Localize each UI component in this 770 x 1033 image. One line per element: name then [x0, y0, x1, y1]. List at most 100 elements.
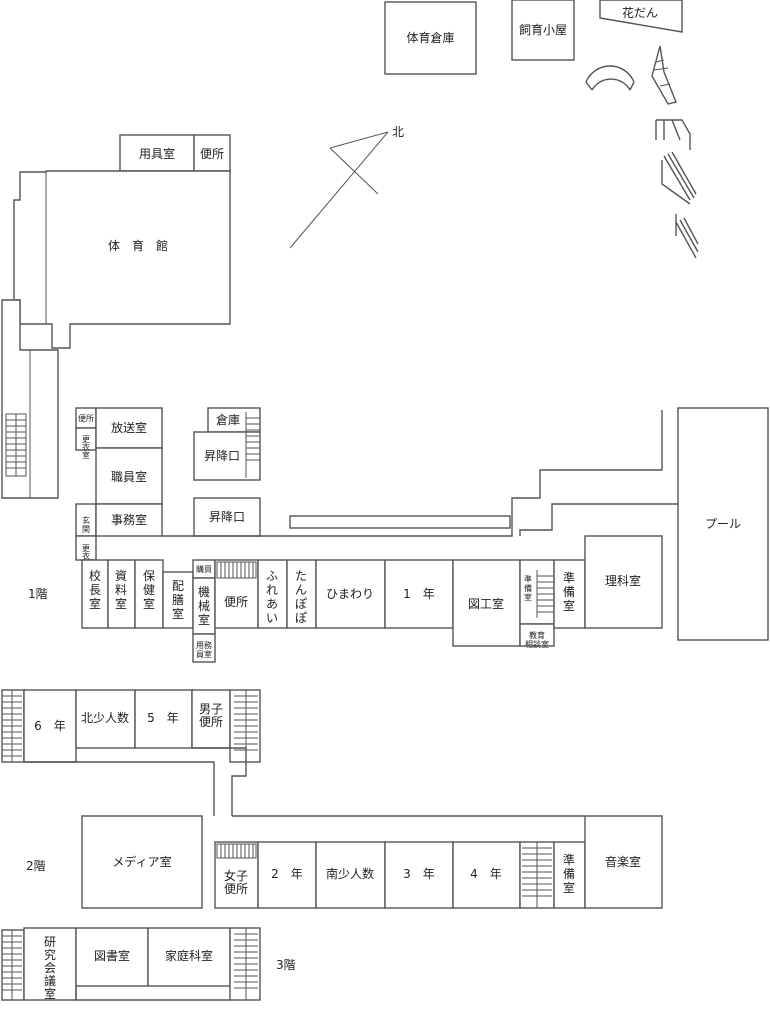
- sports-storage: [384, 1, 477, 75]
- home-ec-room-label: 家庭科室: [165, 948, 213, 963]
- media-room: [81, 815, 203, 909]
- entrance-upper-label: 昇降口: [204, 449, 240, 463]
- grade2-room: [257, 841, 317, 909]
- science-room: [584, 535, 663, 629]
- grade6-room-label: 6 年: [34, 719, 66, 733]
- grade4-room: [452, 841, 521, 909]
- corridor-outline: [162, 410, 663, 537]
- purchase-room-label: 購買: [196, 564, 212, 574]
- grade6-room: [23, 689, 77, 763]
- playground-equipment: [585, 45, 699, 259]
- gym-label: 体 育 館: [108, 238, 168, 253]
- outdoor-area: 体育倉庫 飼育小屋 花だん 北 用具室 便所: [1, 0, 699, 499]
- stairs-west: [5, 413, 27, 477]
- stairs-1f-a: [216, 561, 257, 579]
- fureai-room-label: ふれあい: [266, 569, 278, 625]
- entrance-lower-label: 昇降口: [209, 510, 245, 524]
- grade3-room-label: 3 年: [403, 867, 435, 881]
- floor-3: 研究会議室 図書室 家庭科室: [1, 927, 261, 1001]
- himawari-room: [315, 559, 386, 629]
- office: [95, 503, 163, 537]
- monkey-bars-icon: [655, 119, 691, 150]
- staff-room-label: 職員室: [111, 469, 147, 484]
- counseling-room: [519, 623, 555, 647]
- tanpopo-room-label: たんぽぽ: [295, 569, 307, 625]
- entrance-upper: [193, 431, 261, 481]
- archives-room-label: 資料室: [115, 569, 127, 611]
- grade5-room-label: 5 年: [147, 711, 179, 725]
- pool-label: プール: [705, 517, 741, 531]
- boys-toilet: [191, 689, 231, 749]
- gymnasium: 用具室 便所 体 育 館: [13, 134, 231, 349]
- ladder-icon: [661, 151, 697, 205]
- flower-bed-label: 花だん: [622, 5, 658, 20]
- grade2-room-label: 2 年: [271, 867, 303, 881]
- stairs-1f-b: [536, 570, 553, 618]
- floor-1-label: 1階: [28, 586, 48, 601]
- corridor-bench: [289, 515, 511, 529]
- principal-room: [81, 559, 109, 629]
- prep-room-label: 準備室: [563, 570, 575, 613]
- north-small-room: [75, 689, 136, 749]
- kitchen-room-label: 配膳室: [172, 579, 184, 621]
- slide-icon: [651, 45, 677, 105]
- animal-hut-label: 飼育小屋: [519, 22, 567, 37]
- pool: [677, 407, 769, 641]
- north-label: 北: [392, 125, 404, 139]
- grade3-room: [384, 841, 454, 909]
- broadcast-room: [95, 407, 163, 449]
- south-small-room: [315, 841, 386, 909]
- flower-bed: [599, 0, 683, 33]
- art-room: [452, 559, 521, 647]
- floor-2: 6 年 北少人数 5 年 男子便所 メディア室 女子便所 2 年 南少人数 3 …: [1, 689, 663, 909]
- floor-2-label: 2階: [26, 858, 46, 873]
- counseling-room-label: 教育相談室: [525, 630, 549, 649]
- prep-small-room-label: 準備室: [524, 574, 532, 602]
- nurse-room: [134, 559, 164, 629]
- study-room-label: 研究会議室: [44, 935, 56, 1001]
- small-toilet-label: 便所: [78, 413, 94, 423]
- principal-room-label: 校長室: [89, 568, 101, 611]
- grade4-room-label: 4 年: [470, 867, 502, 881]
- sports-storage-label: 体育倉庫: [406, 30, 454, 45]
- grade1-room: [384, 559, 454, 629]
- arch-climber-icon: [585, 65, 635, 83]
- equipment-room-label: 用具室: [139, 146, 175, 161]
- floor-1: 便所 更衣室 放送室 職員室 玄関 事務室 更衣室 倉庫 昇降口 昇降口 プール: [75, 407, 769, 663]
- staff-room: [95, 447, 163, 505]
- north-small-room-label: 北少人数: [81, 710, 129, 725]
- science-room-label: 理科室: [605, 573, 641, 588]
- storehouse-label: 倉庫: [216, 412, 240, 427]
- boys-toilet-label: 男子便所: [199, 702, 223, 729]
- grade1-room-label: 1 年: [403, 587, 435, 601]
- girls-toilet-label: 女子便所: [224, 868, 248, 896]
- music-room-label: 音楽室: [605, 854, 641, 869]
- floor-3-label: 3階: [276, 957, 296, 972]
- broadcast-room-label: 放送室: [111, 420, 147, 435]
- foyer-label: 玄関: [82, 515, 90, 534]
- nurse-room-label: 保健室: [143, 569, 155, 611]
- media-room-label: メディア室: [112, 854, 171, 869]
- bars-icon: [675, 214, 699, 259]
- janitor-room: [192, 633, 216, 663]
- himawari-room-label: ひまわり: [326, 587, 374, 601]
- art-room-label: 図工室: [468, 596, 504, 611]
- gym-toilet-label: 便所: [200, 147, 224, 161]
- gym-hall: [13, 170, 231, 349]
- office-label: 事務室: [111, 512, 147, 527]
- janitor-room-label: 用務員室: [196, 640, 212, 659]
- prep-room-2f: [553, 841, 586, 909]
- gym-toilet: [193, 134, 231, 172]
- toilet-1f-label: 便所: [224, 595, 248, 609]
- south-small-room-label: 南少人数: [326, 866, 374, 881]
- machine-room-label: 機械室: [198, 584, 210, 627]
- stairs-entrance: [245, 412, 260, 478]
- animal-hut: [511, 0, 575, 61]
- entrance-lower: [193, 497, 261, 537]
- library-label: 図書室: [94, 948, 130, 963]
- changing-room-1-label: 更衣室: [82, 435, 90, 460]
- music-room: [584, 815, 663, 909]
- library: [75, 927, 149, 987]
- tanpopo-room: [286, 559, 317, 629]
